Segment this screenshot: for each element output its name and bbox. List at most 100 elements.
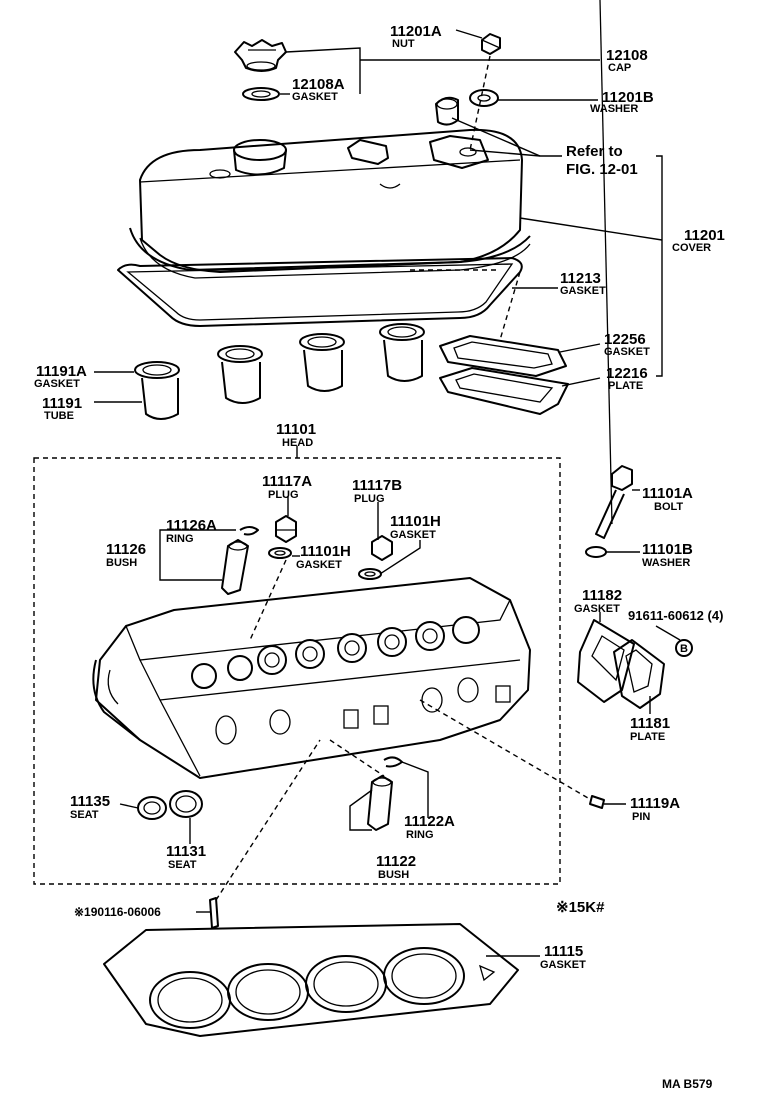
- ring-a-part: [239, 526, 259, 536]
- svg-text:11126: 11126: [106, 541, 146, 558]
- svg-text:PLUG: PLUG: [354, 493, 385, 505]
- gasket-h-right-part: [358, 568, 382, 580]
- label-bolt: 11101A BOLT: [642, 485, 693, 513]
- label-seat-b: 11131 SEAT: [166, 843, 206, 871]
- label-head: 11101 HEAD: [276, 421, 316, 449]
- svg-text:11122: 11122: [376, 853, 416, 870]
- label-side-plate: 11181 PLATE: [630, 715, 670, 743]
- svg-text:NUT: NUT: [392, 38, 415, 50]
- plug-guide: [249, 559, 287, 641]
- label-cover: 11201 COVER: [672, 227, 725, 254]
- svg-text:COVER: COVER: [672, 242, 711, 254]
- svg-text:11181: 11181: [630, 715, 670, 732]
- svg-text:11182: 11182: [582, 587, 622, 604]
- spark-plug-tube-2: [217, 345, 263, 404]
- svg-text:SEAT: SEAT: [168, 859, 197, 871]
- label-cover-gasket: 11213 GASKET: [560, 270, 606, 297]
- plug-b: [371, 535, 393, 561]
- label-side-bolt: 91611-60612 (4) B: [628, 608, 723, 655]
- svg-text:11191A: 11191A: [36, 363, 87, 380]
- bush-a-part: [221, 539, 249, 595]
- svg-text:12108A: 12108A: [292, 76, 345, 93]
- label-washer-top: 11201B WASHER: [590, 89, 654, 115]
- svg-text:MA B579: MA B579: [662, 1077, 713, 1091]
- gasket-guide-2: [499, 271, 521, 341]
- svg-text:11213: 11213: [560, 270, 601, 287]
- cap-nut: [481, 33, 501, 55]
- svg-text:12108: 12108: [606, 47, 648, 64]
- svg-text:PIN: PIN: [632, 811, 650, 823]
- svg-text:11201A: 11201A: [390, 23, 442, 40]
- svg-text:GASKET: GASKET: [604, 346, 650, 358]
- label-tube-gasket: 11191A GASKET: [34, 363, 87, 390]
- svg-text:12256: 12256: [604, 331, 646, 348]
- svg-text:Refer to: Refer to: [566, 143, 623, 160]
- label-ring-b: 11122A RING: [404, 813, 455, 841]
- label-cap-gasket: 12108A GASKET: [292, 76, 345, 103]
- label-cap: 12108 CAP: [606, 47, 648, 74]
- svg-text:GASKET: GASKET: [574, 603, 620, 615]
- plug-a: [275, 515, 297, 543]
- side-plate: [613, 639, 665, 709]
- svg-text:11119A: 11119A: [630, 795, 680, 812]
- label-nut: 11201A NUT: [390, 23, 442, 50]
- svg-text:BOLT: BOLT: [654, 501, 683, 513]
- svg-text:11101B: 11101B: [642, 541, 693, 558]
- diagram-code: MA B579: [662, 1077, 713, 1091]
- bolt-washer: [585, 546, 607, 558]
- pin-guide: [419, 699, 589, 799]
- label-washer-bolt: 11101B WASHER: [642, 541, 693, 569]
- svg-text:HEAD: HEAD: [282, 437, 313, 449]
- bush-guide: [329, 739, 385, 777]
- side-gasket: [577, 619, 635, 703]
- svg-text:B: B: [680, 643, 688, 655]
- label-seat-a: 11135 SEAT: [70, 793, 110, 821]
- svg-text:11117B: 11117B: [352, 477, 402, 494]
- svg-text:11135: 11135: [70, 793, 110, 810]
- svg-text:11126A: 11126A: [166, 517, 217, 534]
- svg-text:GASKET: GASKET: [292, 91, 338, 103]
- valve-cover: [129, 128, 531, 279]
- svg-text:11131: 11131: [166, 843, 206, 860]
- svg-text:FIG. 12-01: FIG. 12-01: [566, 161, 638, 178]
- svg-text:TUBE: TUBE: [44, 410, 74, 422]
- svg-text:SEAT: SEAT: [70, 809, 99, 821]
- svg-text:11117A: 11117A: [262, 473, 312, 490]
- svg-text:WASHER: WASHER: [642, 557, 690, 569]
- label-plate-top: 12216 PLATE: [606, 365, 648, 392]
- gasket-h-left-part: [268, 547, 292, 559]
- spark-plug-tube-4: [379, 323, 425, 382]
- label-bush-a: 11126 BUSH: [106, 541, 146, 569]
- svg-text:11201B: 11201B: [602, 89, 654, 106]
- spark-plug-tube-1: [134, 361, 180, 420]
- label-gasket-h-right: 11101H GASKET: [390, 513, 441, 541]
- svg-text:11101H: 11101H: [300, 543, 351, 560]
- svg-text:PLUG: PLUG: [268, 489, 299, 501]
- svg-text:WASHER: WASHER: [590, 103, 638, 115]
- label-bush-b: 11122 BUSH: [376, 853, 416, 881]
- svg-text:11101: 11101: [276, 421, 316, 438]
- label-plate-gasket: 12256 GASKET: [604, 331, 650, 358]
- svg-text:※15K#: ※15K#: [556, 899, 605, 916]
- svg-text:PLATE: PLATE: [630, 731, 665, 743]
- label-plug-a: 11117A PLUG: [262, 473, 312, 501]
- svg-text:12216: 12216: [606, 365, 648, 382]
- svg-text:CAP: CAP: [608, 62, 631, 74]
- cap-gasket: [242, 87, 280, 101]
- oil-filler-cap: [234, 39, 287, 72]
- stud-guide: [215, 739, 321, 901]
- head-bolt: [595, 0, 633, 539]
- stud-bolt: [209, 897, 219, 929]
- label-refer: Refer to FIG. 12-01: [566, 143, 638, 178]
- svg-text:RING: RING: [406, 829, 434, 841]
- svg-text:BUSH: BUSH: [378, 869, 409, 881]
- spark-plug-tube-3: [299, 333, 345, 392]
- seat-a-part: [137, 796, 167, 820]
- oil-seal-top: [435, 96, 459, 126]
- head-assembly-boundary: [33, 457, 561, 885]
- dowel-pin: [589, 795, 605, 809]
- svg-text:※190116-06006: ※190116-06006: [74, 905, 161, 919]
- label-stud: ※190116-06006: [74, 905, 161, 919]
- svg-text:GASKET: GASKET: [540, 959, 586, 971]
